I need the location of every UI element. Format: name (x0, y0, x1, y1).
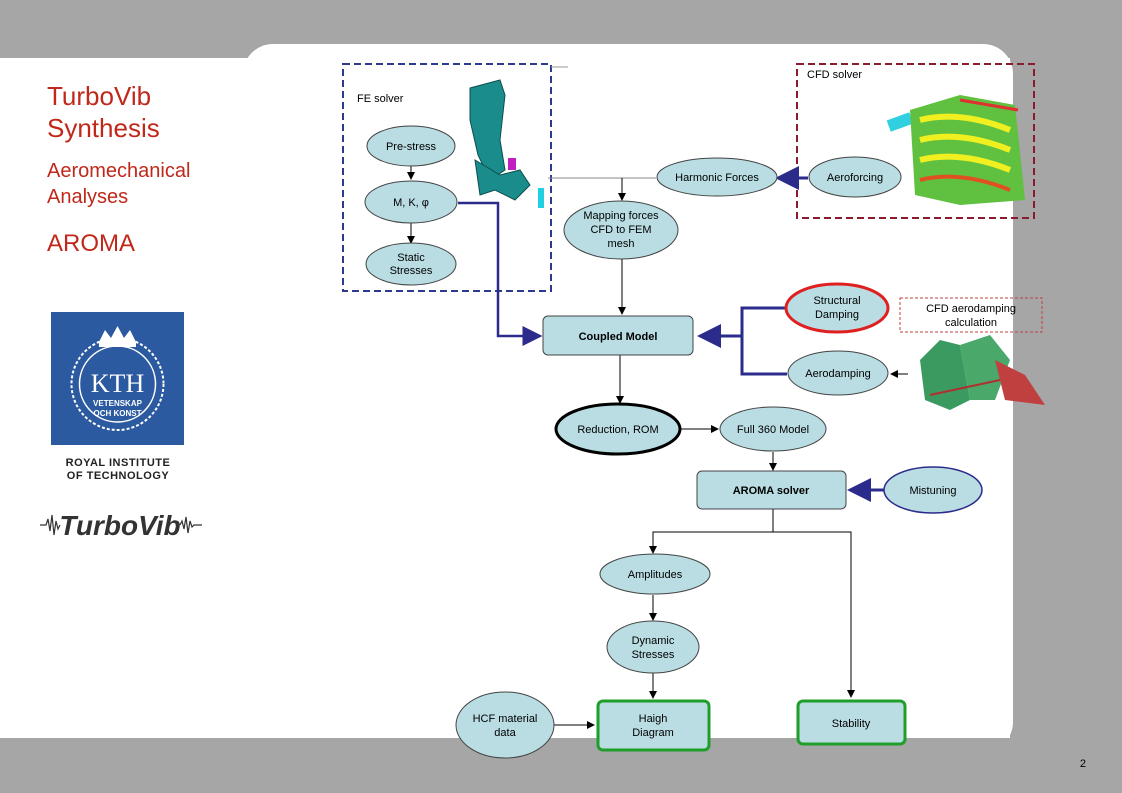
aerodamping-image (920, 335, 1045, 410)
wave-left-icon (40, 514, 61, 536)
node-stability: Stability (796, 699, 907, 746)
cfd-aerodamping-box (899, 297, 1043, 333)
kth-logo-sub2: OCH KONST (94, 409, 142, 418)
cfd-solver-label: CFD solver (807, 69, 862, 81)
turbovib-brand: TurboVib (59, 510, 180, 541)
node-aroma-solver: AROMA solver (696, 470, 847, 510)
cfd-blade-image (886, 95, 1025, 205)
node-mk-phi-label: M, K, φ (393, 197, 429, 209)
node-coupled-label: Coupled Model (579, 331, 658, 343)
node-coupled-model: Coupled Model (542, 315, 694, 356)
cfd-aerodamping-label-2: calculation (945, 317, 997, 329)
node-amplitudes: Amplitudes (599, 553, 711, 595)
kth-logo: KTH VETENSKAP OCH KONST (51, 312, 184, 445)
node-reduction-label: Reduction, ROM (577, 424, 658, 436)
cfd-aerodamping-label-1: CFD aerodamping (926, 303, 1016, 315)
node-dynamic-stresses: Dynamic Stresses (606, 620, 700, 674)
node-hcf-label-2: data (494, 727, 516, 739)
section-title: AROMA (47, 230, 136, 257)
node-mapping-label-2: CFD to FEM (590, 224, 651, 236)
node-structural-damping: Structural Damping (784, 282, 890, 334)
node-mapping-forces: Mapping forces CFD to FEM mesh (563, 200, 679, 260)
node-amplitudes-label: Amplitudes (628, 569, 683, 581)
node-haigh-label-2: Diagram (632, 727, 674, 739)
fe-solver-label: FE solver (357, 93, 404, 105)
node-dynamic-label-1: Dynamic (632, 635, 675, 647)
fe-mesh-image (469, 79, 544, 208)
node-mistuning: Mistuning (883, 466, 983, 514)
node-hcf-material-data: HCF material data (455, 691, 555, 759)
node-full-360-model: Full 360 Model (719, 406, 827, 452)
institute-line-2: OF TECHNOLOGY (66, 470, 170, 482)
institute-line-1: ROYAL INSTITUTE (65, 457, 171, 469)
kth-logo-text: KTH (91, 369, 145, 398)
node-aeroforcing: Aeroforcing (808, 156, 902, 198)
kth-crest-icon: KTH VETENSKAP OCH KONST (70, 326, 165, 431)
slide-title: TurboVib Synthesis (47, 81, 160, 143)
node-static-label-2: Stresses (390, 265, 433, 277)
node-mistuning-label: Mistuning (909, 485, 956, 497)
node-aeroforcing-label: Aeroforcing (827, 172, 883, 184)
node-haigh-diagram: Haigh Diagram (596, 699, 711, 752)
node-structural-label-1: Structural (813, 295, 860, 307)
node-dynamic-label-2: Stresses (632, 649, 675, 661)
kth-logo-sub1: VETENSKAP (93, 399, 143, 408)
node-mapping-label-3: mesh (608, 238, 635, 250)
page-number: 2 (1079, 758, 1086, 770)
node-mapping-label-1: Mapping forces (583, 210, 659, 222)
node-static-label-1: Static (397, 252, 425, 264)
node-aerodamping: Aerodamping (787, 350, 889, 396)
bottom-band (0, 738, 1122, 793)
node-static-stresses: Static Stresses (365, 242, 457, 286)
node-reduction-rom: Reduction, ROM (554, 402, 682, 456)
node-aroma-solver-label: AROMA solver (733, 485, 810, 497)
node-harmonic-label: Harmonic Forces (675, 172, 759, 184)
node-hcf-label-1: HCF material (473, 713, 538, 725)
node-aerodamping-label: Aerodamping (805, 368, 870, 380)
node-structural-label-2: Damping (815, 309, 859, 321)
node-stability-label: Stability (832, 718, 871, 730)
node-mk-phi: M, K, φ (364, 180, 458, 224)
node-full360-label: Full 360 Model (737, 424, 809, 436)
node-haigh-label-1: Haigh (639, 713, 668, 725)
node-prestress: Pre-stress (366, 125, 456, 167)
node-prestress-label: Pre-stress (386, 141, 437, 153)
cfd-solver-box (796, 63, 1035, 219)
institute-name: ROYAL INSTITUTE OF TECHNOLOGY (53, 457, 183, 483)
wave-right-icon (179, 516, 202, 534)
slide-subtitle: Aeromechanical Analyses (47, 160, 191, 208)
node-harmonic-forces: Harmonic Forces (656, 157, 778, 197)
turbovib-logo: TurboVib (40, 505, 202, 545)
